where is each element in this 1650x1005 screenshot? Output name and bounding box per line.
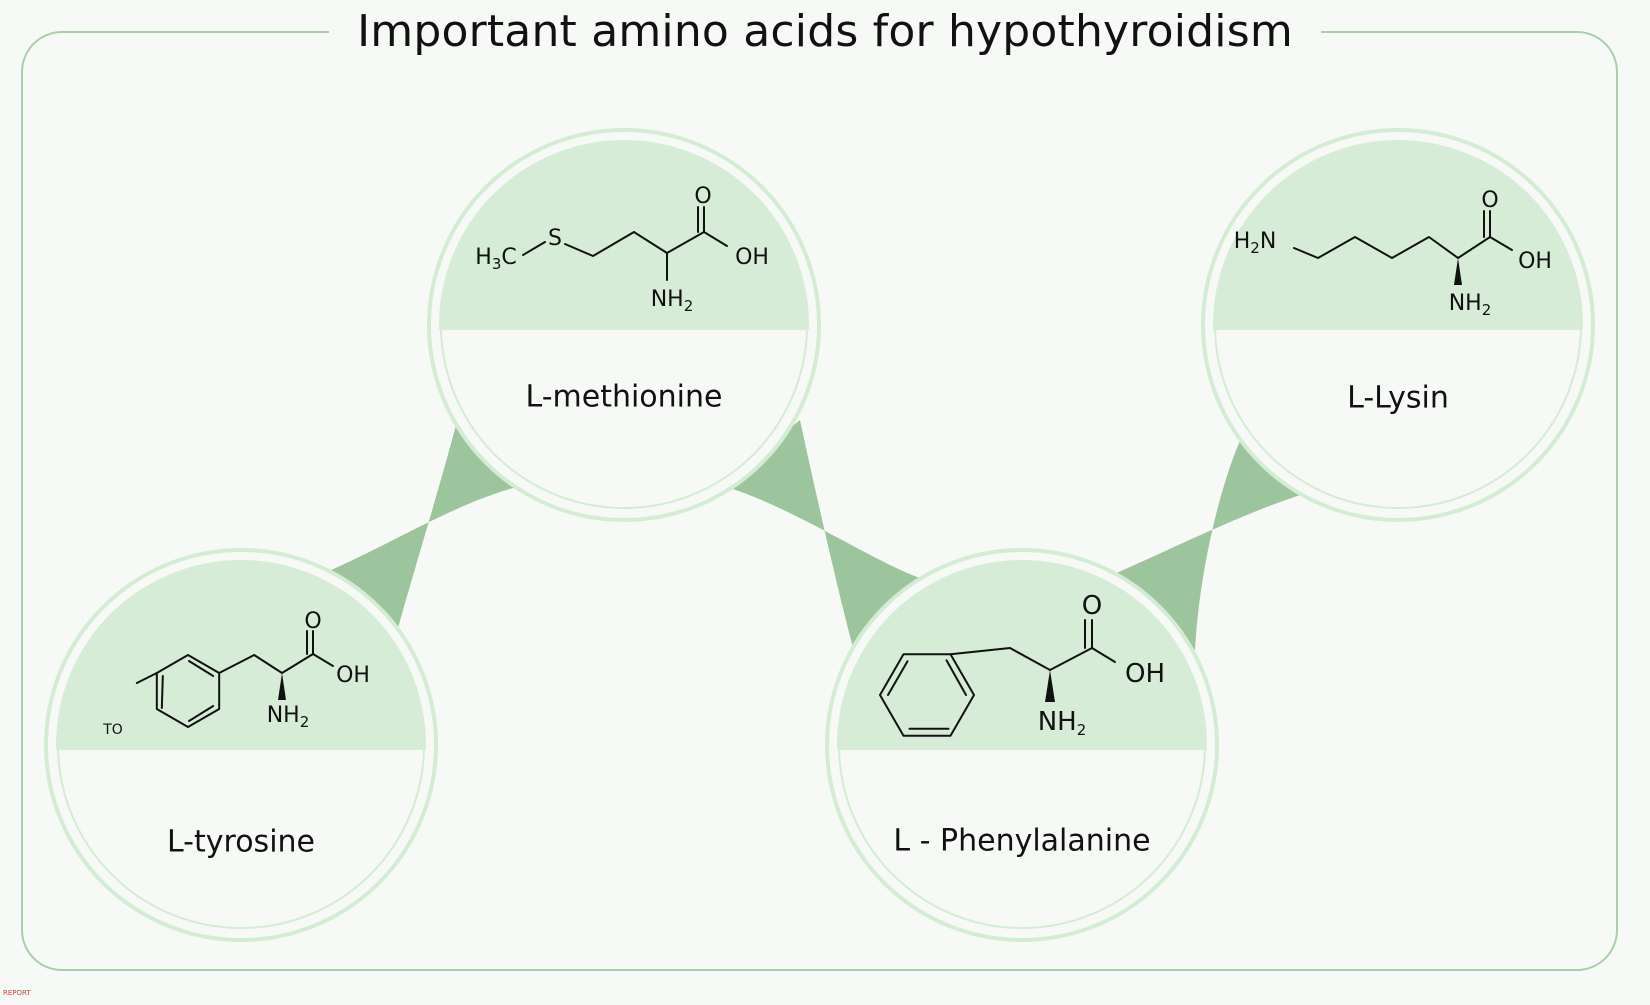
tyrosine-oh-label: TO [102,722,123,738]
node-1 [44,548,438,942]
tyrosine-wedge [278,673,286,700]
connectors [320,410,1310,655]
phenylalanine-oh-bond [1091,647,1116,663]
node-2 [427,128,821,522]
phenylalanine-chain [949,647,1093,671]
footer-logo: REPORT [3,989,31,997]
connector-methionine-phenylalanine [720,420,920,655]
tyrosine-oh-bond [312,653,334,667]
lysin-acid-label: OH [1518,249,1552,274]
amino-acid-nodes [44,128,1595,942]
ring-double-bond [188,705,215,722]
methionine-oh-bond [703,231,728,247]
methionine-acid-label: OH [735,245,769,270]
connector-tyrosine-methionine [320,410,525,640]
node-4 [1201,128,1595,522]
lysin-oh-bond [1489,236,1513,251]
methionine-sulfur-label: S [548,226,562,251]
methionine-carbonyl-o: O [694,184,711,209]
lysin-carbonyl-o: O [1481,188,1498,213]
tyrosine-carbonyl-o: O [304,609,321,634]
ring-double-bond [887,660,909,696]
node-3 [825,548,1219,942]
tyrosine-acid-label: OH [336,663,370,688]
label-l-tyrosine: L-tyrosine [167,824,315,860]
phenylalanine-acid-label: OH [1125,659,1165,689]
label-l-lysin: L-Lysin [1347,380,1449,416]
label-l-methionine: L-methionine [525,379,723,415]
ring-double-bond [945,659,967,696]
phenylalanine-wedge [1045,670,1055,702]
connector-phenylalanine-lysin [1112,430,1310,650]
page-title: Important amino acids for hypothyroidism [0,6,1650,57]
ring-double-bond [188,660,215,677]
tyrosine-chain [218,653,314,674]
phenylalanine-carbonyl-o: O [1082,591,1102,621]
label-l-phenylalanine: L - Phenylalanine [893,823,1151,859]
tyrosine-o-bond [135,672,158,684]
node-structure-cap [439,140,809,330]
lysin-wedge [1454,258,1462,285]
ring-double-bond [160,675,164,709]
methionine-cs-bond [522,241,546,256]
methionine-chain [564,231,705,257]
